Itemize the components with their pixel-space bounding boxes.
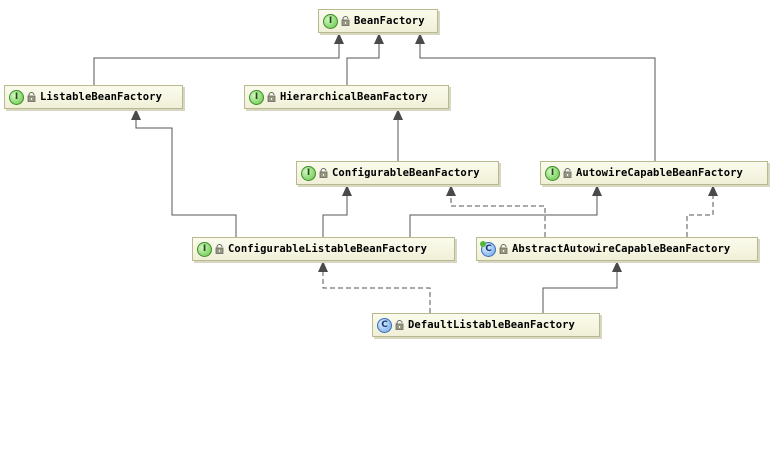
edge-ConfigurableListableBeanFactory-to-AutowireCapableBeanFactory bbox=[409, 185, 602, 237]
class-icon: C bbox=[377, 317, 392, 333]
arrowhead bbox=[446, 185, 456, 196]
node-ConfigurableListableBeanFactory[interactable]: I ConfigurableListableBeanFactory bbox=[192, 237, 455, 261]
node-AutowireCapableBeanFactory[interactable]: I AutowireCapableBeanFactory bbox=[540, 161, 768, 185]
edge-DefaultListableBeanFactory-to-AbstractAutowireCapableBeanFactory bbox=[542, 261, 622, 313]
node-label: AbstractAutowireCapableBeanFactory bbox=[512, 243, 731, 255]
interface-icon: I bbox=[197, 241, 212, 257]
node-label: ConfigurableListableBeanFactory bbox=[228, 243, 428, 255]
public-visibility-icon bbox=[341, 16, 350, 26]
public-visibility-icon bbox=[319, 168, 328, 178]
interface-icon: I bbox=[9, 89, 24, 105]
edge-DefaultListableBeanFactory-to-ConfigurableListableBeanFactory bbox=[318, 261, 431, 313]
arrowhead bbox=[592, 185, 602, 196]
edge-AbstractAutowireCapableBeanFactory-to-ConfigurableBeanFactory bbox=[446, 185, 546, 237]
interface-icon: I bbox=[323, 13, 338, 29]
node-label: DefaultListableBeanFactory bbox=[408, 319, 575, 331]
node-ConfigurableBeanFactory[interactable]: I ConfigurableBeanFactory bbox=[296, 161, 499, 185]
edge-ConfigurableListableBeanFactory-to-ListableBeanFactory bbox=[131, 109, 237, 237]
edge-HierarchicalBeanFactory-to-BeanFactory bbox=[346, 33, 384, 85]
interface-icon: I bbox=[545, 165, 560, 181]
arrowhead bbox=[342, 185, 352, 196]
node-label: ConfigurableBeanFactory bbox=[332, 167, 480, 179]
arrowhead bbox=[131, 109, 141, 120]
node-label: HierarchicalBeanFactory bbox=[280, 91, 428, 103]
arrowhead bbox=[334, 33, 344, 44]
node-label: ListableBeanFactory bbox=[40, 91, 163, 103]
interface-icon: I bbox=[301, 165, 316, 181]
node-ListableBeanFactory[interactable]: I ListableBeanFactory bbox=[4, 85, 183, 109]
node-DefaultListableBeanFactory[interactable]: C DefaultListableBeanFactory bbox=[372, 313, 600, 337]
node-HierarchicalBeanFactory[interactable]: I HierarchicalBeanFactory bbox=[244, 85, 449, 109]
node-label: AutowireCapableBeanFactory bbox=[576, 167, 743, 179]
public-visibility-icon bbox=[27, 92, 36, 102]
public-visibility-icon bbox=[499, 244, 508, 254]
public-visibility-icon bbox=[563, 168, 572, 178]
edge-ConfigurableListableBeanFactory-to-ConfigurableBeanFactory bbox=[322, 185, 352, 237]
arrowhead bbox=[612, 261, 622, 272]
node-BeanFactory[interactable]: I BeanFactory bbox=[318, 9, 438, 33]
node-label: BeanFactory bbox=[354, 15, 425, 27]
arrowhead bbox=[374, 33, 384, 44]
interface-icon: I bbox=[249, 89, 264, 105]
arrowhead bbox=[708, 185, 718, 196]
edge-AbstractAutowireCapableBeanFactory-to-AutowireCapableBeanFactory bbox=[686, 185, 718, 237]
node-AbstractAutowireCapableBeanFactory[interactable]: C AbstractAutowireCapableBeanFactory bbox=[476, 237, 758, 261]
public-visibility-icon bbox=[215, 244, 224, 254]
public-visibility-icon bbox=[267, 92, 276, 102]
arrowhead bbox=[318, 261, 328, 272]
edge-AutowireCapableBeanFactory-to-BeanFactory bbox=[415, 33, 656, 161]
arrowhead bbox=[393, 109, 403, 120]
arrowhead bbox=[415, 33, 425, 44]
abstract-class-icon: C bbox=[480, 240, 496, 257]
edge-ConfigurableBeanFactory-to-HierarchicalBeanFactory bbox=[393, 109, 403, 161]
public-visibility-icon bbox=[395, 320, 404, 330]
edge-ListableBeanFactory-to-BeanFactory bbox=[93, 33, 344, 85]
